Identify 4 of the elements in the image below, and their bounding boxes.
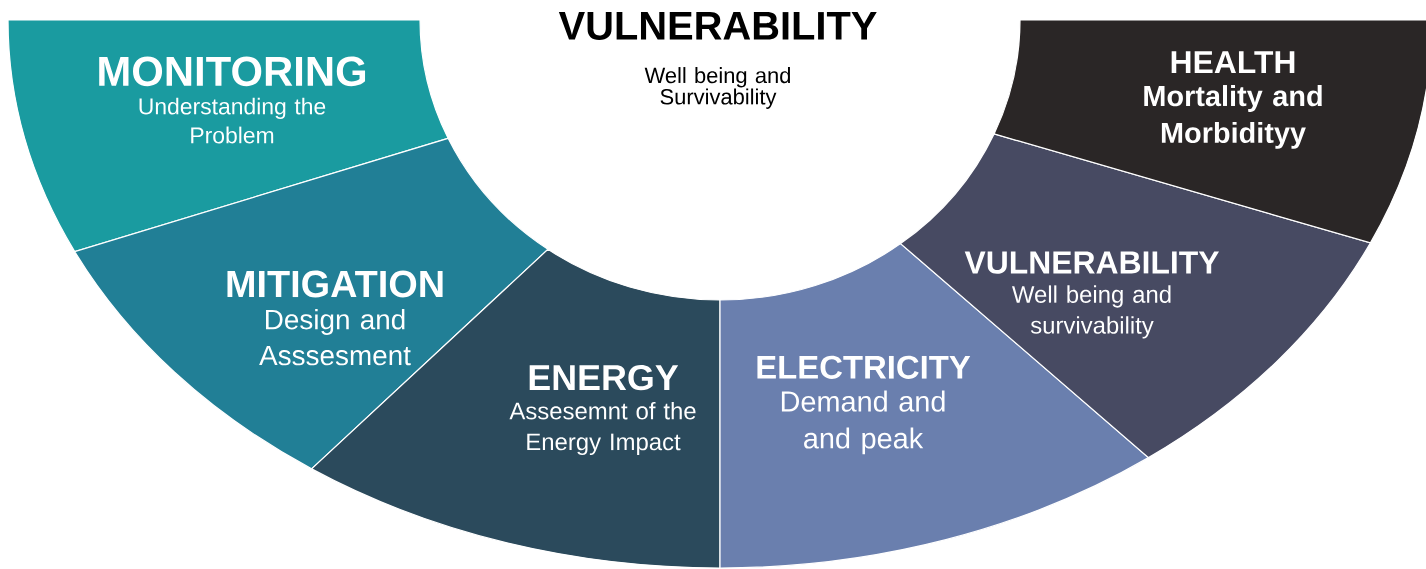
subheading: Well being and Survivability <box>644 67 790 109</box>
heading: VULNERABILITY <box>558 12 877 40</box>
gear-segment: HEALTH Mortality and Morbidityy <box>993 19 1426 244</box>
gear-segment: MONITORING Understanding the Problem <box>7 19 449 253</box>
